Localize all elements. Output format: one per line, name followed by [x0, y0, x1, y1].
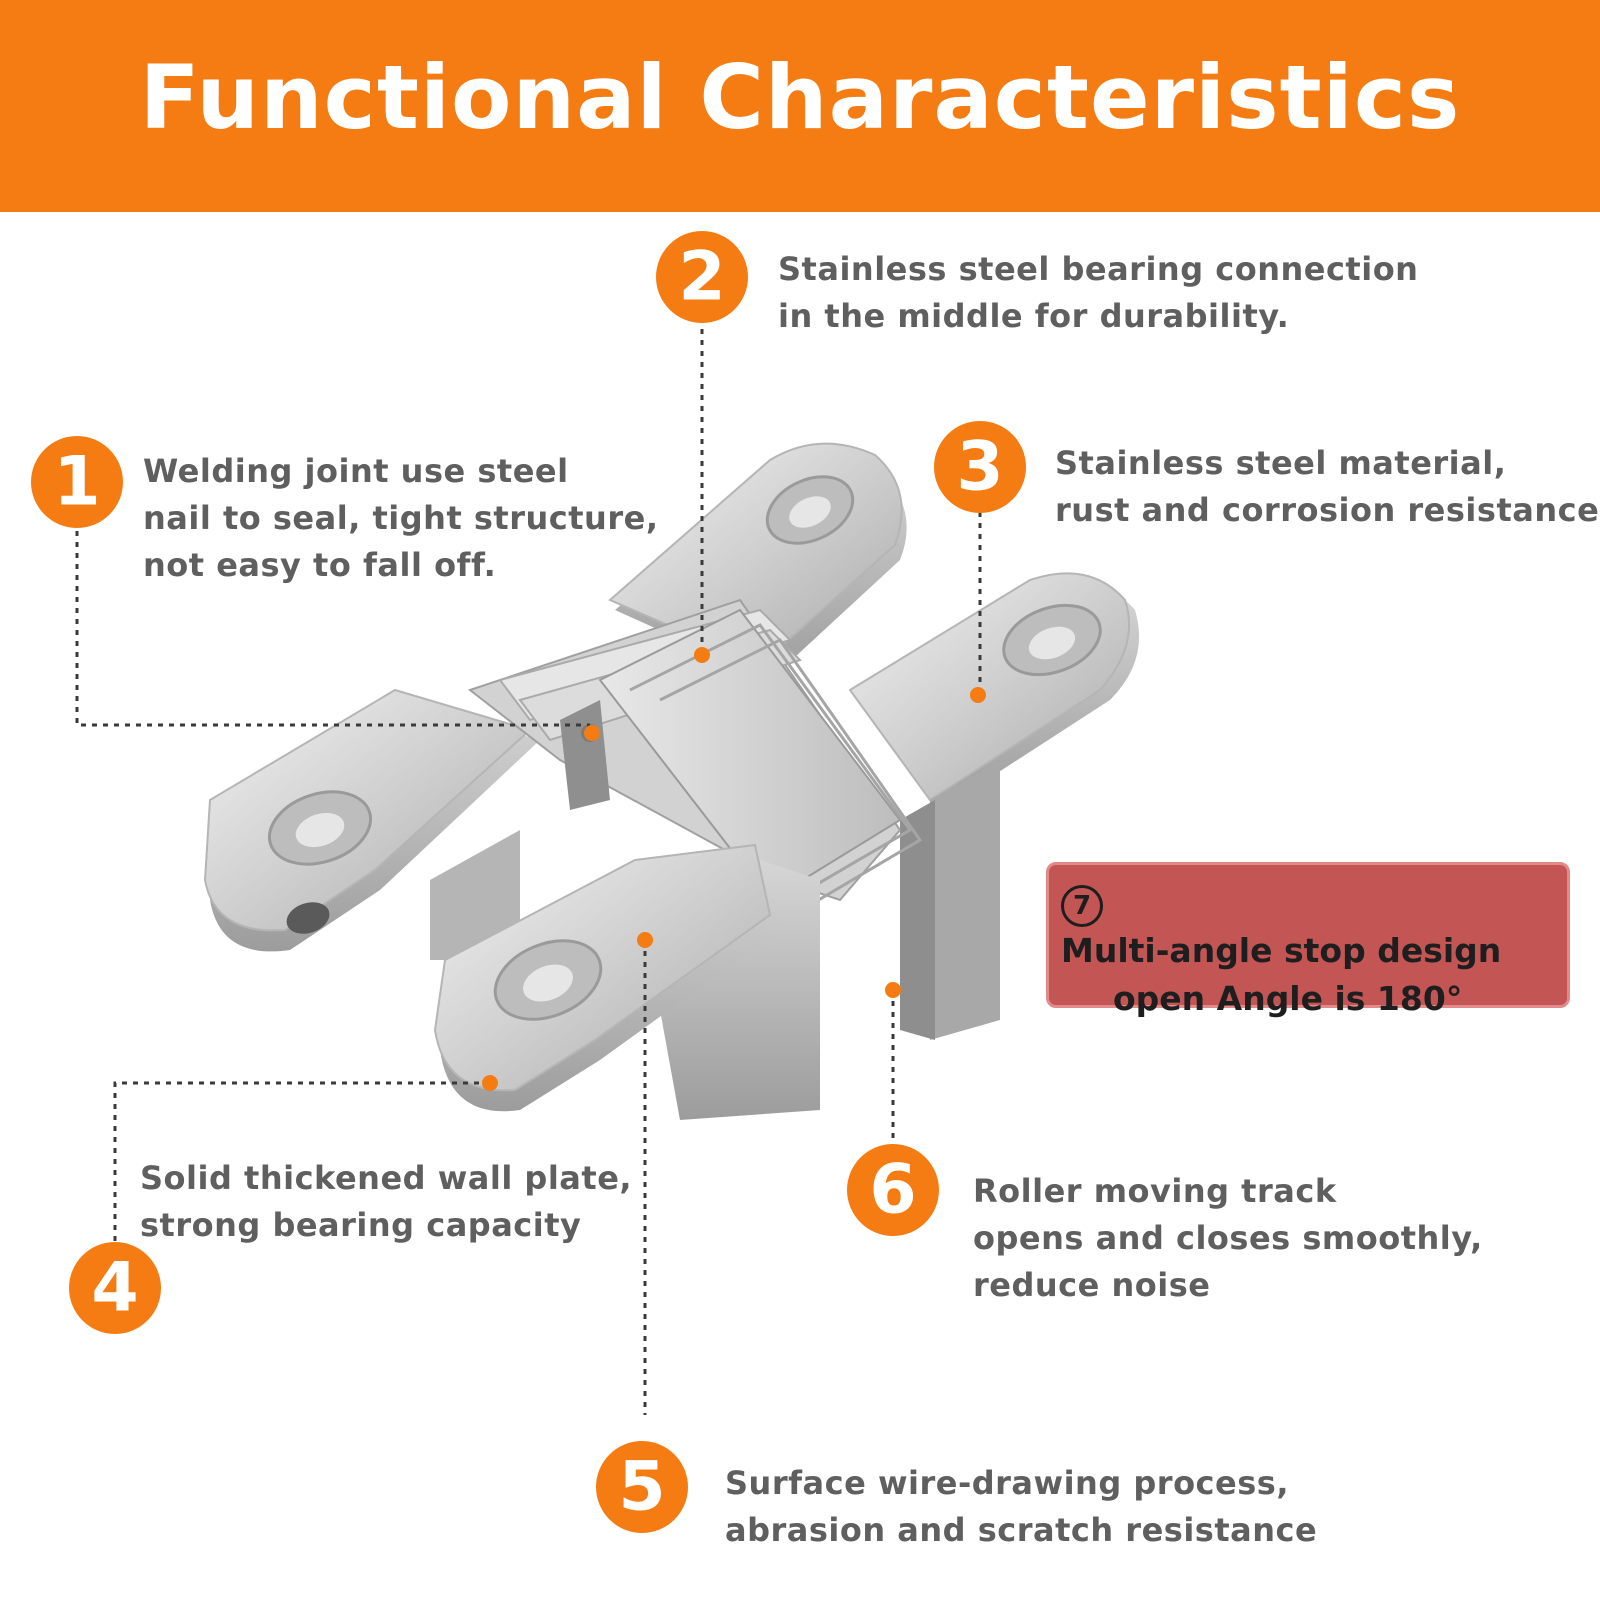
anchor-dot-1: [584, 725, 600, 741]
svg-text:1: 1: [53, 443, 100, 522]
hinge-arm-front: [433, 843, 820, 1120]
number-badge-4: 4: [69, 1242, 161, 1334]
number-badge-6: 6: [847, 1144, 939, 1236]
feature-1-description: Welding joint use steel nail to seal, ti…: [143, 452, 659, 584]
anchor-dot-3: [970, 687, 986, 703]
number-badge-3: 3: [934, 421, 1026, 513]
anchor-dot-4: [482, 1075, 498, 1091]
hinge-arm-left: [203, 688, 540, 960]
callout-leader-lines: [75, 318, 982, 1415]
svg-text:3: 3: [956, 428, 1003, 507]
anchor-dot-2: [694, 647, 710, 663]
svg-text:2: 2: [678, 238, 725, 317]
feature-6-description: Roller moving track opens and closes smo…: [973, 1172, 1483, 1304]
svg-text:6: 6: [869, 1151, 916, 1230]
svg-text:5: 5: [618, 1448, 665, 1527]
header-banner: Functional Characteristics: [0, 0, 1600, 212]
feature-4-description: Solid thickened wall plate, strong beari…: [140, 1159, 633, 1244]
feature-5-description: Surface wire-drawing process, abrasion a…: [725, 1464, 1318, 1549]
page-title: Functional Characteristics: [139, 46, 1461, 149]
number-badge-5: 5: [596, 1441, 688, 1533]
hinge-arm-right: [848, 572, 1140, 1040]
svg-text:4: 4: [91, 1249, 138, 1328]
hinge-center-links: [467, 598, 923, 907]
number-badge-1: 1: [31, 436, 123, 528]
number-badge-2: 2: [656, 231, 748, 323]
feature-3-description: Stainless steel material, rust and corro…: [1055, 444, 1600, 529]
circled-number-7: 7: [1061, 885, 1103, 927]
feature-2-description: Stainless steel bearing connection in th…: [778, 250, 1419, 335]
anchor-dot-5: [637, 932, 653, 948]
anchor-dot-6: [885, 982, 901, 998]
callout-anchor-dots: [482, 647, 986, 1091]
